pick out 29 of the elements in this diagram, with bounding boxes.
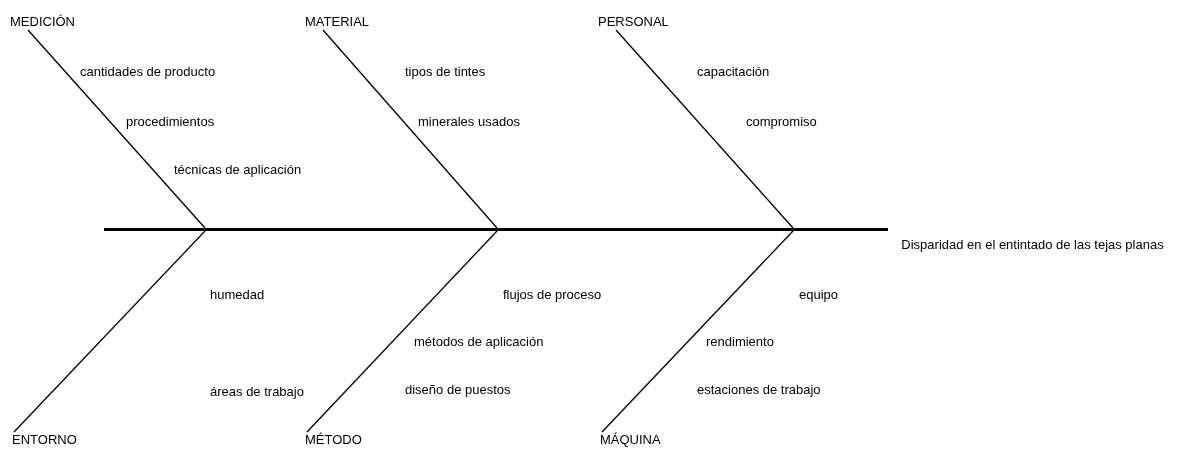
cause-label: métodos de aplicación [414,334,544,350]
spine-line [104,228,888,231]
category-label: PERSONAL [598,14,669,30]
cause-label: técnicas de aplicación [174,162,302,178]
cause-label: procedimientos [126,114,215,130]
category-label: MATERIAL [305,14,370,30]
cause-label: compromiso [746,114,817,130]
cause-label: rendimiento [706,334,774,350]
cause-label: humedad [210,287,265,303]
cause-label: diseño de puestos [405,382,511,398]
category-label: MÁQUINA [600,432,661,448]
cause-label: flujos de proceso [503,287,602,303]
fishbone-line [601,230,794,433]
category-label: MÉTODO [305,432,362,448]
cause-label: cantidades de producto [80,64,216,80]
cause-label: capacitación [697,64,770,80]
effect-text: Disparidad en el entintado de las tejas planas [900,237,1165,253]
cause-label: minerales usados [418,114,520,130]
fishbone-line [27,29,206,229]
fishbone-line [615,29,794,229]
category-label: MEDICIÓN [10,14,75,30]
fishbone-line [306,230,498,433]
cause-label: tipos de tintes [405,64,486,80]
cause-label: equipo [799,287,839,303]
fishbone-line [322,29,498,229]
cause-label: áreas de trabajo [210,384,304,400]
cause-label: estaciones de trabajo [697,382,821,398]
category-label: ENTORNO [12,432,77,448]
fishbone-line [13,230,206,433]
